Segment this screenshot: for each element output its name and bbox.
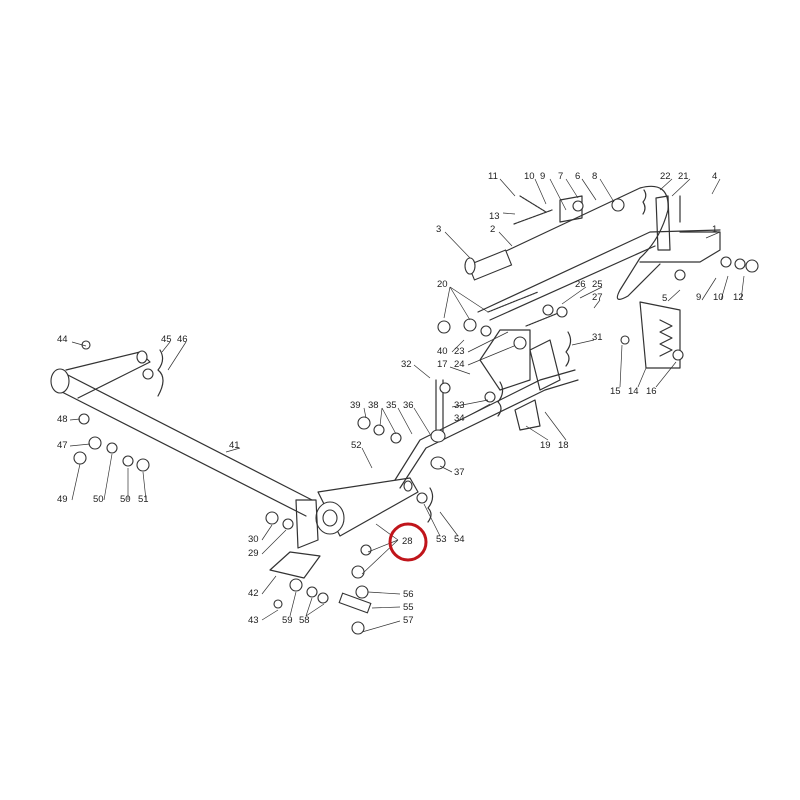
callout: 44 — [57, 334, 68, 345]
callout: 27 — [592, 292, 603, 303]
callout: 17 — [437, 359, 448, 370]
callout: 22 — [660, 171, 671, 182]
callout: 32 — [401, 359, 412, 370]
callout: 50 — [93, 494, 104, 505]
callout-highlighted: 28 — [402, 536, 413, 547]
callout: 7 — [558, 171, 563, 182]
callout: 4 — [712, 171, 717, 182]
callout: 34 — [454, 413, 465, 424]
callout: 39 — [350, 400, 361, 411]
callout: 46 — [177, 334, 188, 345]
callout: 56 — [403, 589, 414, 600]
callout-labels: 11 10 9 7 6 8 22 21 4 13 3 2 1 20 26 25 … — [57, 171, 744, 626]
callout: 15 — [610, 386, 621, 397]
callout: 29 — [248, 548, 259, 559]
callout: 12 — [733, 292, 744, 303]
hardware — [73, 189, 759, 635]
callout: 2 — [490, 224, 495, 235]
callout: 24 — [454, 359, 465, 370]
callout: 58 — [299, 615, 310, 626]
callout: 57 — [403, 615, 414, 626]
callout: 9 — [696, 292, 701, 303]
callout: 18 — [558, 440, 569, 451]
callout: 31 — [592, 332, 603, 343]
callout: 47 — [57, 440, 68, 451]
callout: 41 — [229, 440, 240, 451]
callout: 10 — [713, 292, 724, 303]
callout: 35 — [386, 400, 397, 411]
lift-arm — [269, 477, 419, 579]
springs — [479, 291, 681, 431]
callout: 3 — [436, 224, 441, 235]
callout: 51 — [138, 494, 149, 505]
callout: 42 — [248, 588, 259, 599]
callout: 16 — [646, 386, 657, 397]
callout: 1 — [712, 224, 717, 235]
callout: 20 — [437, 279, 448, 290]
callout: 33 — [454, 400, 465, 411]
callout: 9 — [540, 171, 545, 182]
callout: 26 — [575, 279, 586, 290]
callout: 37 — [454, 467, 465, 478]
callout: 19 — [540, 440, 551, 451]
leader-lines — [69, 178, 745, 633]
highlight-ring-28 — [388, 522, 428, 562]
callout: 5 — [662, 293, 667, 304]
cross-shaft — [50, 350, 313, 517]
callout: 14 — [628, 386, 639, 397]
callout: 6 — [575, 171, 580, 182]
callout: 25 — [592, 279, 603, 290]
callout: 52 — [351, 440, 362, 451]
callout: 49 — [57, 494, 68, 505]
callout: 10 — [524, 171, 535, 182]
callout: 54 — [454, 534, 465, 545]
callout: 30 — [248, 534, 259, 545]
callout: 23 — [454, 346, 465, 357]
callout: 21 — [678, 171, 689, 182]
callout: 55 — [403, 602, 414, 613]
callout: 48 — [57, 414, 68, 425]
connecting-rod — [394, 369, 579, 489]
callout: 59 — [282, 615, 293, 626]
upper-frame — [464, 185, 721, 321]
callout: 50 — [120, 494, 131, 505]
callout: 43 — [248, 615, 259, 626]
callout: 40 — [437, 346, 448, 357]
callout: 45 — [161, 334, 172, 345]
callout: 11 — [488, 171, 498, 182]
callout: 13 — [489, 211, 500, 222]
callout: 53 — [436, 534, 447, 545]
callout: 36 — [403, 400, 414, 411]
callout: 8 — [592, 171, 597, 182]
callout: 38 — [368, 400, 379, 411]
